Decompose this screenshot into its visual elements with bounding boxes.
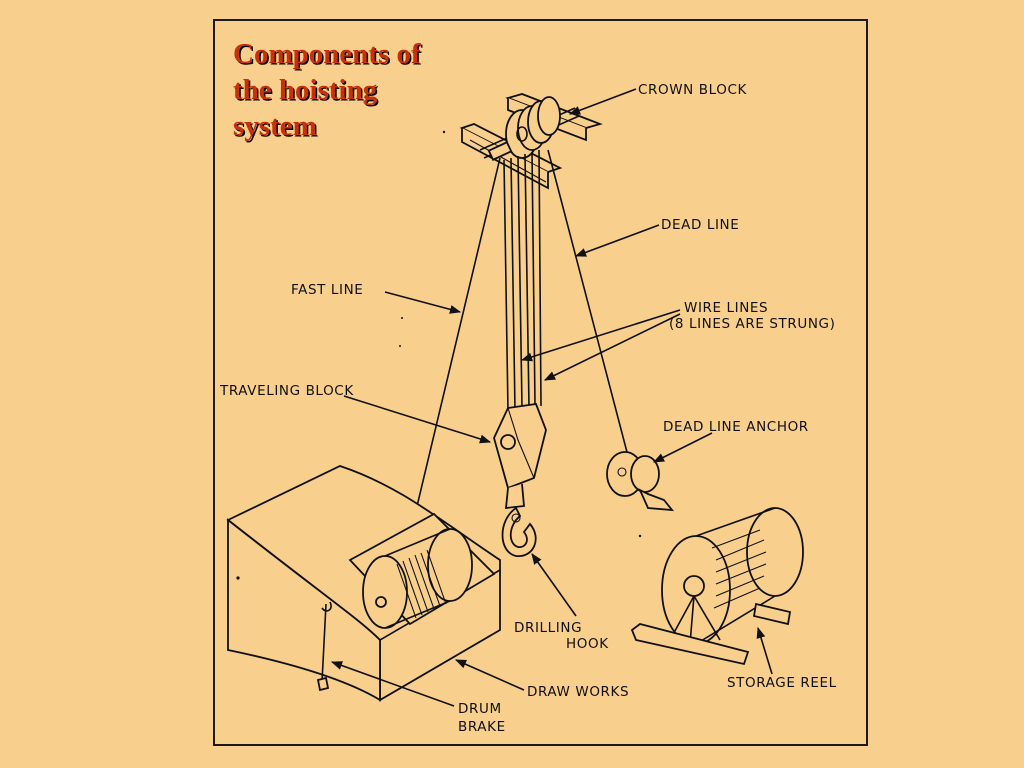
crown-block-label: CROWN BLOCK [638,82,748,98]
label-fast-line: FAST LINE [291,282,462,314]
label-storage-reel: STORAGE REEL [727,626,837,691]
diagram-frame [213,19,868,746]
label-traveling-block: TRAVELING BLOCK [219,383,492,444]
label-wire-lines: WIRE LINES (8 LINES ARE STRUNG) [520,300,835,381]
speck-marks [236,130,642,580]
slide-title-line-2: the hoisting [233,74,378,106]
slide-title-line-3: system [233,110,317,142]
crown-block [459,93,603,190]
wire-lines-label: WIRE LINES [684,300,768,316]
traveling-block-label: TRAVELING BLOCK [219,383,354,399]
dead-line-anchor [606,451,675,512]
drilling-hook [501,506,537,557]
fast-line [407,157,501,545]
wire-lines-note: (8 LINES ARE STRUNG) [669,316,835,332]
drum-label: DRUM [458,701,502,717]
fast-line-label: FAST LINE [291,282,363,298]
dead-line-anchor-label: DEAD LINE ANCHOR [663,419,809,435]
label-crown-block: CROWN BLOCK [568,82,748,115]
brake-label: BRAKE [458,719,506,735]
drilling-label: DRILLING [514,620,582,636]
label-drum-brake: DRUM BRAKE [330,661,506,735]
draw-works-label: DRAW WORKS [527,684,629,700]
dead-line-label: DEAD LINE [661,217,739,233]
hook-label: HOOK [566,636,609,652]
traveling-block [493,149,547,510]
label-drilling-hook: DRILLING HOOK [514,553,609,652]
label-draw-works: DRAW WORKS [454,659,629,700]
storage-reel-label: STORAGE REEL [727,675,837,691]
slide-title-line-1: Components of [233,38,421,70]
label-dead-line-anchor: DEAD LINE ANCHOR [652,419,809,463]
storage-reel [630,507,804,666]
dead-line [547,149,629,457]
label-dead-line: DEAD LINE [574,217,739,257]
draw-works [226,465,501,702]
